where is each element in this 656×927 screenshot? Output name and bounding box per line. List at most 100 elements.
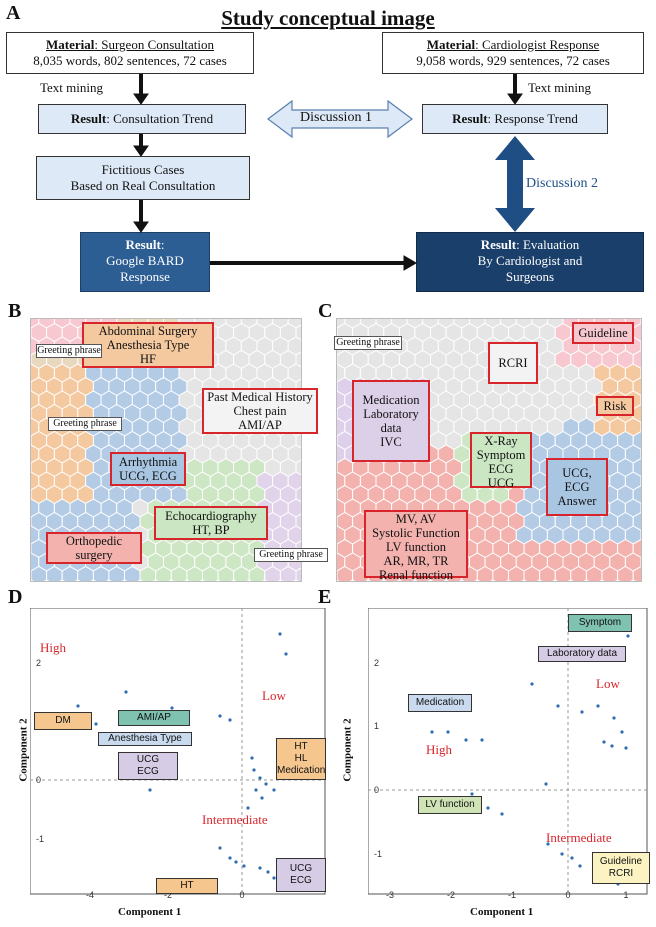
x-tick-label: 0 [239, 890, 244, 898]
x-tick-label: 1 [623, 890, 628, 898]
hex-cell [365, 579, 371, 581]
box-line: ECG [137, 766, 159, 777]
material-right-label: Material [426, 37, 476, 52]
scatter-point [464, 738, 468, 742]
label-line: Greeting phrase [37, 345, 101, 356]
label-line: HT, BP [192, 523, 230, 537]
discussion-2-arrow [495, 136, 535, 232]
label-line: Guideline [578, 326, 628, 340]
material-left-label: Material [45, 37, 95, 52]
hex-cell [31, 579, 34, 581]
panel-letter-b: B [8, 300, 22, 322]
bard-line1: Google BARD [106, 253, 184, 268]
box-line: Medication [277, 765, 326, 776]
label-line: Medication [362, 393, 420, 407]
scatter-point [620, 730, 624, 734]
label-line: LV function [385, 540, 447, 554]
x-tick-label: 0 [565, 890, 570, 898]
hex-cell [614, 579, 621, 581]
map-b-label-3: Greeting phrase [48, 417, 122, 431]
scatter-point [560, 852, 564, 856]
plot-e-box-2: Medication [408, 694, 472, 712]
result-right-label: Result [452, 111, 488, 126]
hex-cell [536, 579, 543, 581]
scatter-point [570, 856, 574, 860]
y-tick-label: 2 [374, 658, 379, 668]
plot-e-xlabel: Component 1 [470, 906, 534, 918]
scatter-point [76, 704, 80, 708]
eval-line3: Surgeons [505, 269, 555, 284]
discussion-1-label: Discussion 1 [300, 110, 372, 125]
box-line: HT [180, 880, 194, 891]
label-line: Answer [557, 494, 597, 508]
arrowhead-1 [133, 93, 149, 105]
discussion-2-label: Discussion 2 [526, 176, 598, 191]
scatter-point [258, 776, 262, 780]
y-tick-label: 2 [36, 658, 41, 668]
material-right-box: Material: Cardiologist Response 9,058 wo… [382, 32, 644, 74]
label-line: Abdominal Surgery [98, 324, 198, 338]
label-line: surgery [75, 548, 113, 562]
scatter-point [246, 806, 250, 810]
panel-letter-d: D [8, 586, 23, 608]
scatter-point [284, 652, 288, 656]
box-line: HT [294, 741, 308, 752]
material-left-box: Material: Surgeon Consultation 8,035 wor… [6, 32, 254, 74]
result-consultation-box: Result: Consultation Trend [38, 104, 246, 134]
hex-cell [121, 579, 128, 581]
label-line: Orthopedic [65, 534, 123, 548]
x-tick-label: -4 [86, 890, 94, 898]
material-right-stats: 9,058 words, 929 sentences, 72 cases [416, 53, 610, 68]
plot-d-group-label-1: Low [262, 688, 286, 703]
box-line: Symptom [578, 617, 622, 628]
hex-cell [427, 579, 434, 581]
scatter-point [254, 788, 258, 792]
hex-cell [168, 579, 175, 581]
x-tick-label: -2 [164, 890, 172, 898]
plot-e-group-label-0: Low [596, 676, 620, 691]
box-line: Anesthesia Type [108, 733, 182, 744]
box-line: UCG [289, 863, 313, 874]
plot-d-xlabel: Component 1 [118, 906, 182, 918]
hex-cell [521, 579, 527, 581]
hex-cell [262, 579, 268, 581]
plot-d-group-label-0: High [40, 640, 66, 655]
label-line: UCG, [562, 466, 592, 480]
hex-cell [75, 579, 81, 581]
plot-frame [368, 608, 648, 895]
hex-cell [90, 579, 97, 581]
box-line: AMI/AP [137, 712, 171, 723]
box-line: Laboratory data [546, 648, 618, 659]
scatter-point [446, 730, 450, 734]
plot-d-group-label-2: Intermediate [202, 812, 268, 827]
label-line: Anesthesia Type [106, 338, 190, 352]
label-line: Past Medical History [207, 390, 313, 404]
scatter-point [546, 842, 550, 846]
hex-cell [184, 579, 190, 581]
label-line: IVC [380, 435, 402, 449]
box-line: LV function [425, 799, 475, 810]
scatter-point [480, 738, 484, 742]
plot-e-box-3: LV function [418, 796, 482, 814]
map-c-label-2: Guideline [572, 322, 634, 344]
hex-cell [412, 579, 418, 581]
flow-arrows [133, 74, 535, 271]
map-b-label-1: Greeting phrase [36, 344, 102, 358]
hex-cell [552, 579, 558, 581]
label-line: Arrhythmia [118, 455, 178, 469]
label-line: Laboratory [363, 407, 419, 421]
scatter-point [252, 768, 256, 772]
scatter-point [610, 744, 614, 748]
label-line: ECG [488, 462, 514, 476]
arrowhead-2 [133, 145, 149, 157]
scatter-point [258, 866, 262, 870]
fictitious-line2: Based on Real Consultation [70, 178, 216, 193]
scatter-point [170, 706, 174, 710]
label-line: Greeting phrase [336, 337, 400, 348]
